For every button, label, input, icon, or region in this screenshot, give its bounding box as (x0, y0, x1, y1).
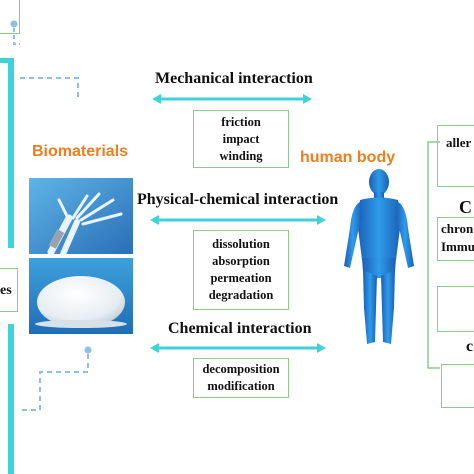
implant-image (29, 258, 133, 334)
mechanical-item: impact (222, 131, 260, 146)
hand-xray-image (29, 178, 133, 254)
left-es-box (0, 268, 18, 312)
left-cyan-bar-bottom (8, 324, 14, 474)
human-body-label: human body (300, 149, 396, 166)
right-top-box (437, 125, 474, 187)
right-bracket (427, 141, 440, 369)
left-cyan-bar-top (8, 58, 14, 248)
chemical-item: modification (207, 379, 275, 393)
chemical-title: Chemical interaction (168, 320, 312, 337)
human-body-silhouette (344, 169, 414, 344)
physical-chemical-box: dissolution absorption permeation degrad… (193, 230, 289, 310)
right-immu-text: Immu (441, 239, 474, 254)
mechanical-arrow (152, 94, 312, 104)
chemical-item: decomposition (202, 362, 280, 376)
biomaterials-label: Biomaterials (32, 143, 129, 160)
right-lower-box (437, 286, 474, 332)
physical-chemical-item: dissolution (212, 237, 270, 251)
physical-chemical-arrow (150, 215, 326, 225)
mechanical-item: winding (219, 148, 263, 163)
chemical-arrow (150, 343, 326, 353)
right-chron-text: chron (441, 221, 474, 236)
physical-chemical-title: Physical-chemical interaction (137, 191, 339, 208)
right-small-c-text: c (466, 338, 474, 355)
mechanical-title: Mechanical interaction (155, 70, 313, 87)
physical-chemical-item: degradation (208, 288, 274, 302)
left-cyan-bar-top-h (0, 58, 14, 63)
right-mid-box (437, 217, 474, 261)
left-es-text: es (0, 283, 12, 298)
chemical-box: decomposition modification (193, 358, 289, 398)
physical-chemical-item: absorption (212, 254, 270, 268)
right-aller-text: aller (446, 135, 472, 150)
right-c-heading: C (459, 197, 472, 217)
right-bottom-box (441, 364, 474, 408)
mechanical-item: friction (221, 114, 261, 129)
left-top-box (0, 0, 20, 34)
mechanical-box: friction impact winding (193, 110, 289, 168)
physical-chemical-item: permeation (210, 271, 272, 285)
